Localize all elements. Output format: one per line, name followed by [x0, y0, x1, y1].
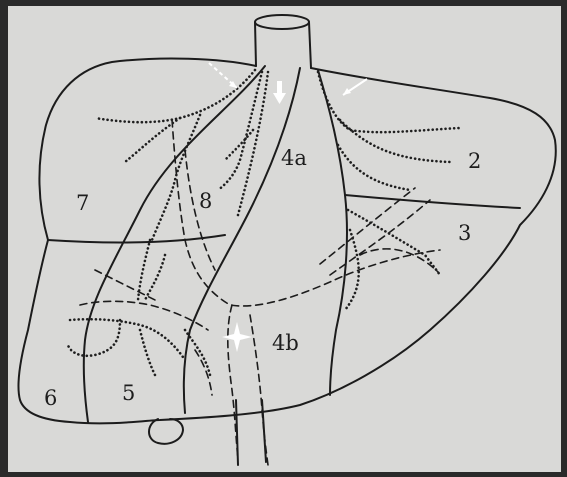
segment-6-label: 6	[44, 386, 57, 410]
segment-8-label: 8	[199, 189, 212, 213]
paper-background	[8, 6, 561, 472]
segment-4b-label: 4b	[272, 331, 299, 355]
segment-7-label: 7	[76, 191, 89, 215]
segment-5-label: 5	[122, 381, 135, 405]
segment-2-label: 2	[468, 149, 481, 173]
segment-3-label: 3	[458, 221, 471, 245]
segment-4a-label: 4a	[281, 146, 307, 170]
